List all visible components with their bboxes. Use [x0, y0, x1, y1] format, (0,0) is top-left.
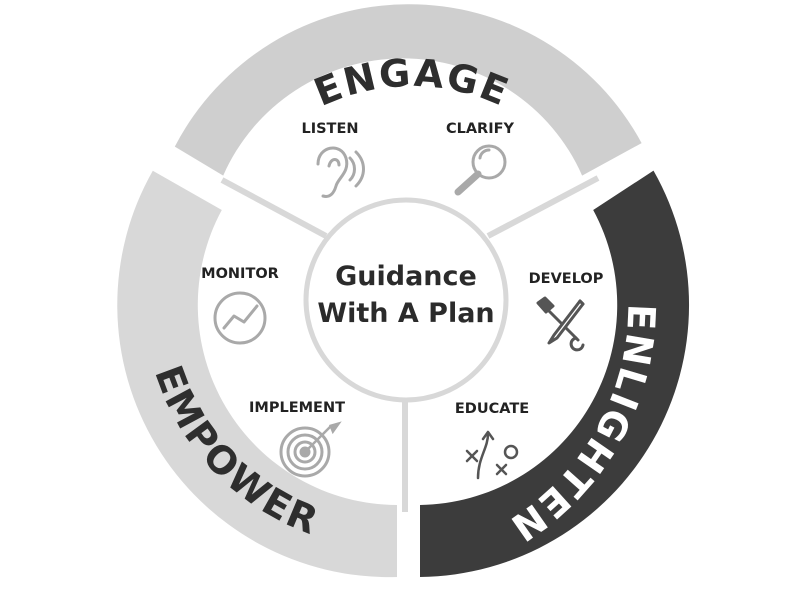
step-educate-title: EDUCATE [455, 401, 529, 417]
target-icon [279, 421, 342, 478]
step-listen-title: LISTEN [301, 121, 358, 137]
divider-right [486, 175, 600, 239]
step-develop-title: DEVELOP [529, 271, 604, 287]
wrench-pencil-icon [536, 296, 585, 352]
center-title-line2: With A Plan [317, 298, 494, 329]
enlighten-ring-segment [420, 170, 690, 577]
empower-ring-segment [117, 170, 398, 578]
play-diagram-icon [465, 430, 519, 480]
step-clarify-title: CLARIFY [446, 121, 515, 137]
magnifier-icon [454, 144, 507, 196]
center-title-line1: Guidance [335, 261, 477, 292]
divider-left [220, 177, 328, 239]
center-circle [303, 197, 509, 403]
step-implement-title: IMPLEMENT [249, 400, 345, 416]
engage-ring-segment [174, 4, 642, 176]
step-monitor-title: MONITOR [201, 266, 279, 282]
ear-icon [316, 146, 365, 198]
trend-chart-icon [213, 291, 267, 345]
